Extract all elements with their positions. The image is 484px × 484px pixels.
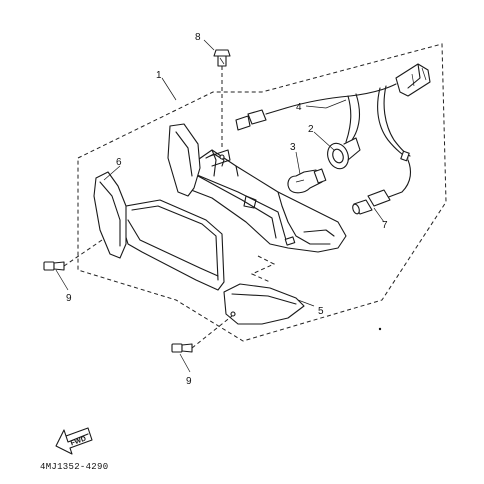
flasher-socket-7: [352, 189, 391, 215]
stray-dot: [378, 327, 382, 331]
callout-1: 1: [156, 70, 162, 81]
leader-lines: [55, 39, 385, 373]
callout-2: 2: [308, 124, 314, 135]
wiring-harness-4: [235, 63, 431, 199]
bulb-3: [287, 168, 327, 194]
socket-2: [327, 137, 361, 170]
callout-3: 3: [290, 142, 296, 153]
fwd-arrow-icon: FWD: [55, 427, 93, 455]
callout-8: 8: [195, 32, 201, 43]
screw-8: [213, 49, 231, 150]
callout-6: 6: [116, 157, 122, 168]
flasher-lens-right: [223, 283, 305, 325]
assembly-boundary: [77, 43, 447, 342]
housing-left-fin: [167, 123, 201, 197]
screw-9-left: [43, 239, 103, 271]
diagram-code: 4MJ1352-4290: [40, 462, 108, 472]
screw-9-bottom: [171, 315, 233, 353]
callout-4: 4: [296, 102, 302, 113]
callout-7: 7: [382, 220, 388, 231]
flasher-lens-left: [93, 171, 127, 259]
mount-bracket: [209, 149, 231, 167]
callout-9-left: 9: [66, 293, 72, 304]
callout-9-bottom: 9: [186, 376, 192, 387]
tail-lens: [121, 199, 225, 291]
callout-5: 5: [318, 306, 324, 317]
